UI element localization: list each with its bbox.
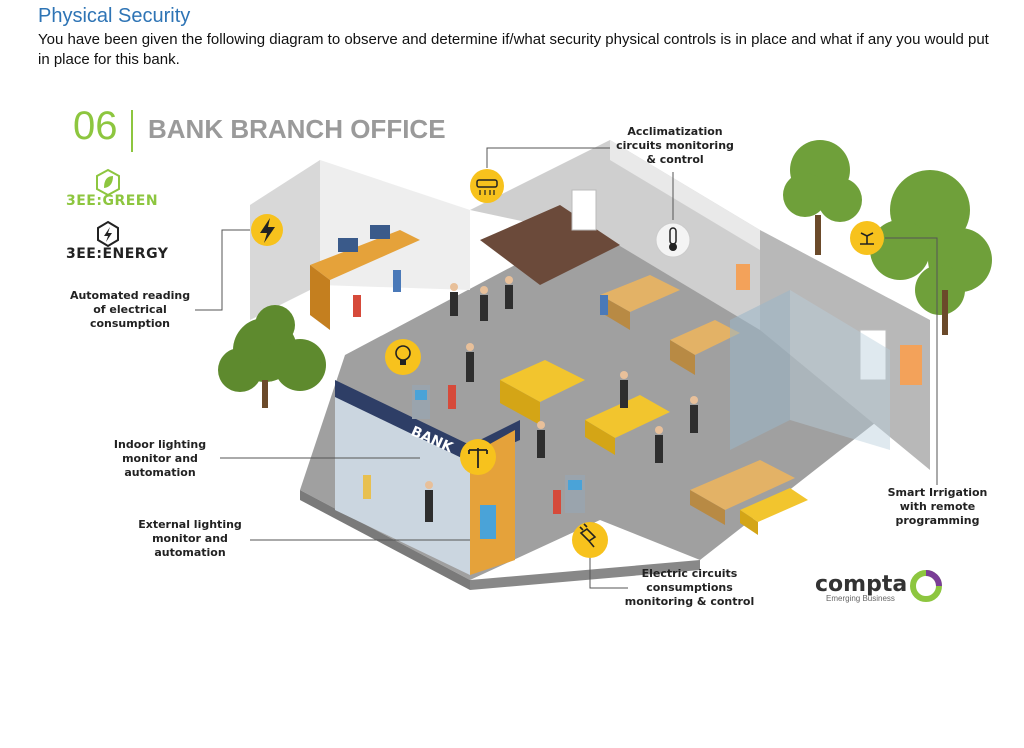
section-heading: Physical Security [38,5,191,27]
callout-acclimatization: Acclimatization circuits monitoring & co… [616,125,734,166]
callout-indoor-lighting: Indoor lighting monitor and automation [113,438,207,479]
plug-icon [572,522,608,558]
office-desk [600,275,680,312]
entrance-facade [335,390,470,575]
sofa-2 [585,395,670,438]
office-desk-2 [670,320,740,355]
figure-title: BANK BRANCH OFFICE [148,114,446,144]
teller-counter [310,230,420,280]
back-wall-left [250,160,320,320]
bolt-icon [251,214,283,246]
thermometer-icon [655,222,691,258]
compta-logo-icon [910,570,942,602]
air-conditioner-icon [470,169,504,203]
tree-left [218,305,326,392]
green-leaf-logo-icon [96,168,120,197]
sofa-3 [740,488,808,522]
lightbulb-icon [385,339,421,375]
front-desk [690,460,795,510]
tree-right [783,140,992,315]
sofa-1 [500,360,585,402]
callout-automated-reading: Automated reading of electrical consumpt… [69,289,191,330]
callout-smart-irrigation: Smart Irrigation with remote programming [887,486,988,527]
street-lamp-icon [460,439,496,475]
brand-energy: 3EE:ENERGY [66,246,169,262]
brand-green: 3EE:GREEN [66,193,159,209]
callout-external-lighting: External lighting monitor and automation [138,518,242,559]
energy-logo-icon [97,220,119,248]
bank-branch-illustration: BANK [96,140,992,602]
atm-machine-3 [480,505,496,539]
compta-tagline: Emerging Business [826,594,895,603]
compta-logo-text: compta [815,572,908,597]
title-divider [131,110,133,152]
callout-electric-circuits: Electric circuits consumptions monitorin… [624,567,755,608]
intro-paragraph: You have been given the following diagra… [38,31,989,68]
figure-number: 06 [73,104,118,148]
sprinkler-icon [850,221,884,255]
